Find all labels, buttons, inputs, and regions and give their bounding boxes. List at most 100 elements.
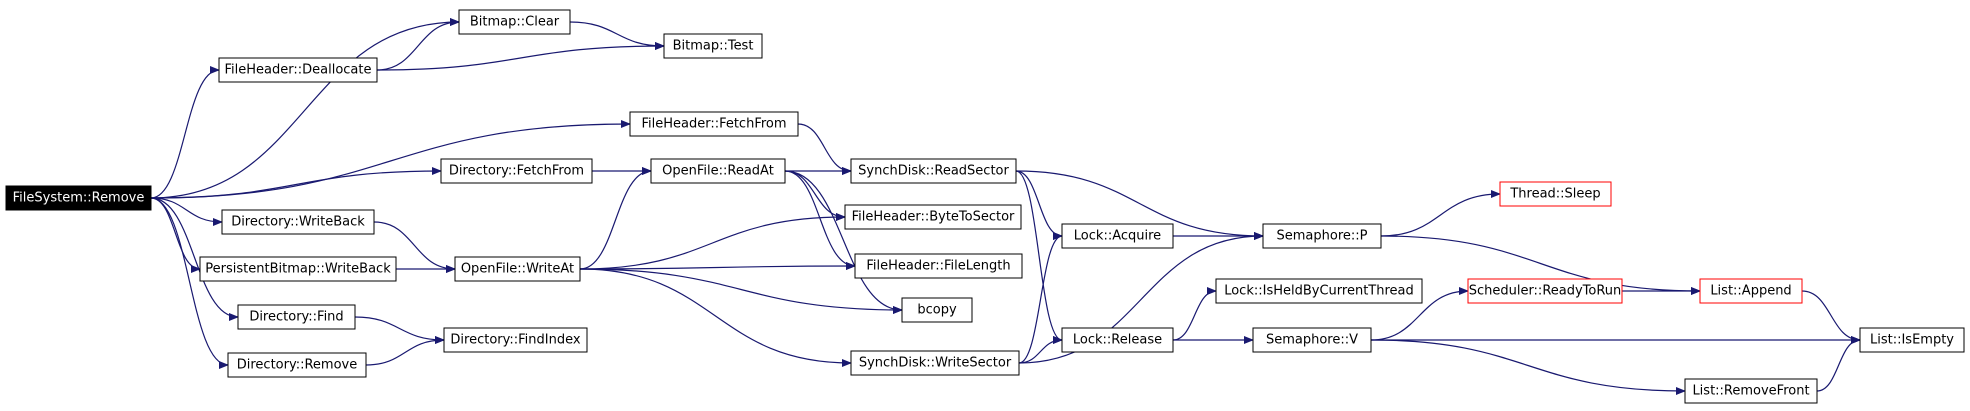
node-dir-remove[interactable]: Directory::Remove (227, 352, 367, 378)
edge-dir-remove-to-dir-findindex (365, 336, 445, 366)
edge-sd-read-to-sem-p (1015, 170, 1264, 240)
edge-of-writeat-to-of-readat (579, 167, 652, 270)
node-box-pb-writeback (199, 256, 397, 282)
edge-fs-remove-to-pb-writeback (150, 197, 201, 273)
node-box-fh-dealloc (218, 57, 378, 83)
node-box-dir-writeback (221, 209, 375, 235)
node-dir-writeback[interactable]: Directory::WriteBack (221, 209, 375, 235)
edge-sd-read-to-lock-release (1015, 170, 1063, 344)
node-sd-write[interactable]: SynchDisk::WriteSector (850, 350, 1020, 376)
node-label-list-isempty: List::IsEmpty (1870, 333, 1954, 348)
node-label-lock-acquire: Lock::Acquire (1074, 229, 1161, 244)
node-label-fh-byte: FileHeader::ByteToSector (852, 210, 1015, 225)
node-bitmap-clear[interactable]: Bitmap::Clear (458, 9, 571, 35)
node-box-dir-fetch (440, 158, 593, 184)
node-label-bitmap-clear: Bitmap::Clear (470, 15, 560, 30)
node-bcopy[interactable]: bcopy (901, 297, 973, 323)
node-sem-p[interactable]: Semaphore::P (1262, 223, 1382, 249)
node-label-sd-write: SynchDisk::WriteSector (859, 356, 1012, 371)
node-label-pb-writeback: PersistentBitmap::WriteBack (205, 262, 391, 277)
edge-sem-p-to-list-append (1380, 235, 1701, 295)
node-label-of-writeat: OpenFile::WriteAt (461, 262, 574, 277)
node-lock-held[interactable]: Lock::IsHeldByCurrentThread (1215, 278, 1423, 304)
node-fh-fetch[interactable]: FileHeader::FetchFrom (629, 111, 799, 137)
node-box-list-removefront (1684, 378, 1818, 404)
node-dir-findindex[interactable]: Directory::FindIndex (443, 327, 588, 353)
edge-dir-writeback-to-of-writeat (373, 221, 456, 273)
edge-sd-write-to-sem-p (1018, 232, 1264, 364)
node-label-sem-v: Semaphore::V (1266, 333, 1358, 348)
node-box-bcopy (901, 297, 973, 323)
node-of-readat[interactable]: OpenFile::ReadAt (650, 158, 786, 184)
node-box-fh-fetch (629, 111, 799, 137)
edge-fh-dealloc-to-bitmap-clear (376, 18, 460, 71)
node-dir-find[interactable]: Directory::Find (237, 304, 356, 330)
node-label-fh-len: FileHeader::FileLength (866, 259, 1010, 274)
node-label-sem-p: Semaphore::P (1277, 229, 1368, 244)
node-fh-byte[interactable]: FileHeader::ByteToSector (844, 204, 1022, 230)
node-box-of-writeat (454, 256, 581, 282)
node-lock-acquire[interactable]: Lock::Acquire (1061, 223, 1174, 249)
node-box-of-readat (650, 158, 786, 184)
node-list-isempty[interactable]: List::IsEmpty (1859, 327, 1965, 353)
node-box-fh-len (854, 253, 1023, 279)
node-sd-read[interactable]: SynchDisk::ReadSector (850, 158, 1017, 184)
edge-fh-dealloc-to-bitmap-test (376, 42, 665, 71)
node-box-thread-sleep (1499, 181, 1612, 207)
node-label-dir-findindex: Directory::FindIndex (450, 333, 580, 348)
node-lock-release[interactable]: Lock::Release (1061, 327, 1174, 353)
node-thread-sleep[interactable]: Thread::Sleep (1499, 181, 1612, 207)
edge-of-writeat-to-sd-write (579, 268, 852, 367)
node-box-bitmap-clear (458, 9, 571, 35)
node-dir-fetch[interactable]: Directory::FetchFrom (440, 158, 593, 184)
edge-sem-p-to-thread-sleep (1380, 190, 1501, 237)
node-sched-ready[interactable]: Scheduler::ReadyToRun (1467, 278, 1623, 304)
node-box-lock-acquire (1061, 223, 1174, 249)
node-box-bitmap-test (663, 33, 763, 59)
edge-list-removefront-to-list-isempty (1816, 336, 1861, 392)
node-label-sd-read: SynchDisk::ReadSector (858, 164, 1009, 179)
node-label-fh-dealloc: FileHeader::Deallocate (225, 63, 372, 78)
edges-layer (150, 18, 1861, 395)
edge-of-writeat-to-bcopy (579, 268, 903, 314)
node-box-sem-p (1262, 223, 1382, 249)
edge-sd-write-to-lock-acquire (1018, 232, 1063, 364)
edge-fs-remove-to-fh-dealloc (150, 66, 220, 199)
node-list-removefront[interactable]: List::RemoveFront (1684, 378, 1818, 404)
node-box-sem-v (1252, 327, 1372, 353)
node-box-lock-release (1061, 327, 1174, 353)
node-list-append[interactable]: List::Append (1699, 278, 1803, 304)
node-label-thread-sleep: Thread::Sleep (1509, 187, 1600, 202)
node-box-fh-byte (844, 204, 1022, 230)
edge-sem-v-to-list-removefront (1370, 339, 1686, 395)
edge-of-writeat-to-fh-len (579, 262, 856, 271)
node-pb-writeback[interactable]: PersistentBitmap::WriteBack (199, 256, 397, 282)
node-box-sched-ready (1467, 278, 1623, 304)
node-box-list-append (1699, 278, 1803, 304)
edge-sd-read-to-lock-acquire (1015, 170, 1063, 240)
edge-dir-find-to-dir-findindex (354, 316, 445, 344)
edge-list-append-to-list-isempty (1801, 290, 1861, 344)
node-label-dir-writeback: Directory::WriteBack (231, 215, 365, 230)
node-fs-remove[interactable]: FileSystem::Remove (5, 185, 152, 211)
node-bitmap-test[interactable]: Bitmap::Test (663, 33, 763, 59)
node-label-fs-remove: FileSystem::Remove (13, 191, 145, 206)
edge-bitmap-clear-to-bitmap-test (569, 21, 665, 50)
node-label-fh-fetch: FileHeader::FetchFrom (641, 117, 786, 132)
edge-of-readat-to-fh-len (784, 170, 856, 270)
node-of-writeat[interactable]: OpenFile::WriteAt (454, 256, 581, 282)
node-fh-len[interactable]: FileHeader::FileLength (854, 253, 1023, 279)
node-sem-v[interactable]: Semaphore::V (1252, 327, 1372, 353)
node-box-dir-find (237, 304, 356, 330)
edge-fs-remove-to-bitmap-clear (150, 18, 460, 199)
edge-fs-remove-to-dir-remove (150, 197, 229, 369)
edge-fs-remove-to-dir-find (150, 197, 239, 321)
edge-of-readat-to-bcopy (784, 170, 903, 314)
nodes-layer: FileSystem::Remove Bitmap::ClearBitmap::T… (5, 9, 1965, 404)
node-fh-dealloc[interactable]: FileHeader::Deallocate (218, 57, 378, 83)
node-label-bcopy: bcopy (917, 303, 957, 318)
node-label-dir-find: Directory::Find (249, 310, 343, 325)
edge-of-writeat-to-fh-byte (579, 213, 846, 270)
node-box-dir-remove (227, 352, 367, 378)
